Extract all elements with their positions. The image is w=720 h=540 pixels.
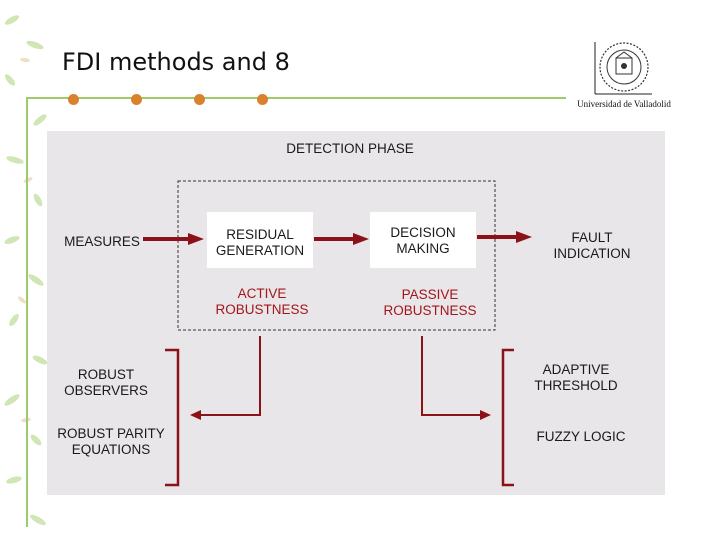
slide-title: FDI methods and 8 (62, 48, 290, 76)
parity-line2: EQUATIONS (71, 442, 151, 457)
fuzzy-logic-label: FUZZY LOGIC (536, 429, 626, 444)
robust-observers-label: ROBUST OBSERVERS (54, 367, 158, 399)
passive-robustness-label: PASSIVE ROBUSTNESS (372, 287, 488, 319)
active-robustness-label: ACTIVE ROBUSTNESS (205, 286, 319, 318)
active-line2: ROBUSTNESS (215, 302, 309, 317)
passive-line1: PASSIVE (401, 287, 459, 302)
robust-obs-line2: OBSERVERS (64, 383, 148, 398)
diagram-panel (47, 131, 665, 495)
leaf-decoration (4, 15, 48, 526)
parity-line1: ROBUST PARITY (57, 426, 165, 441)
active-robustness-arrow (190, 336, 261, 420)
flow-arrows (143, 231, 532, 245)
active-methods-bracket (165, 348, 180, 487)
university-name: Universidad de Valladolid (577, 99, 671, 109)
detection-phase-boundary (177, 180, 496, 331)
robust-obs-line1: ROBUST (77, 367, 135, 382)
decision-making-label: DECISION MAKING (370, 225, 476, 257)
residual-generation-label: RESIDUAL GENERATION (207, 227, 313, 259)
active-line1: ACTIVE (237, 286, 287, 301)
passive-methods-bracket (501, 348, 514, 487)
decision-making-box (370, 212, 476, 268)
bullet-dot (194, 94, 205, 105)
robust-parity-label: ROBUST PARITY EQUATIONS (50, 426, 172, 458)
adaptive-line1: ADAPTIVE (542, 362, 610, 377)
detection-phase-label: DETECTION PHASE (286, 141, 414, 156)
bullet-dot (68, 94, 79, 105)
adaptive-threshold-label: ADAPTIVE THRESHOLD (526, 362, 626, 394)
residual-line1: RESIDUAL (226, 227, 294, 242)
adaptive-line2: THRESHOLD (534, 378, 618, 393)
university-seal-icon (594, 42, 652, 95)
bullet-dot (131, 94, 142, 105)
residual-line2: GENERATION (215, 243, 305, 258)
passive-robustness-arrow (421, 336, 491, 420)
fault-indication-label: FAULT INDICATION (540, 230, 644, 262)
decision-line1: DECISION (390, 225, 456, 240)
left-rule (26, 97, 28, 527)
measures-label: MEASURES (64, 234, 140, 249)
bullet-dot (257, 94, 268, 105)
fault-line1: FAULT (571, 230, 613, 245)
passive-line2: ROBUSTNESS (383, 303, 477, 318)
decision-line2: MAKING (396, 241, 450, 256)
residual-generation-box (207, 212, 313, 268)
fault-line2: INDICATION (553, 246, 631, 261)
title-rule (26, 97, 566, 99)
